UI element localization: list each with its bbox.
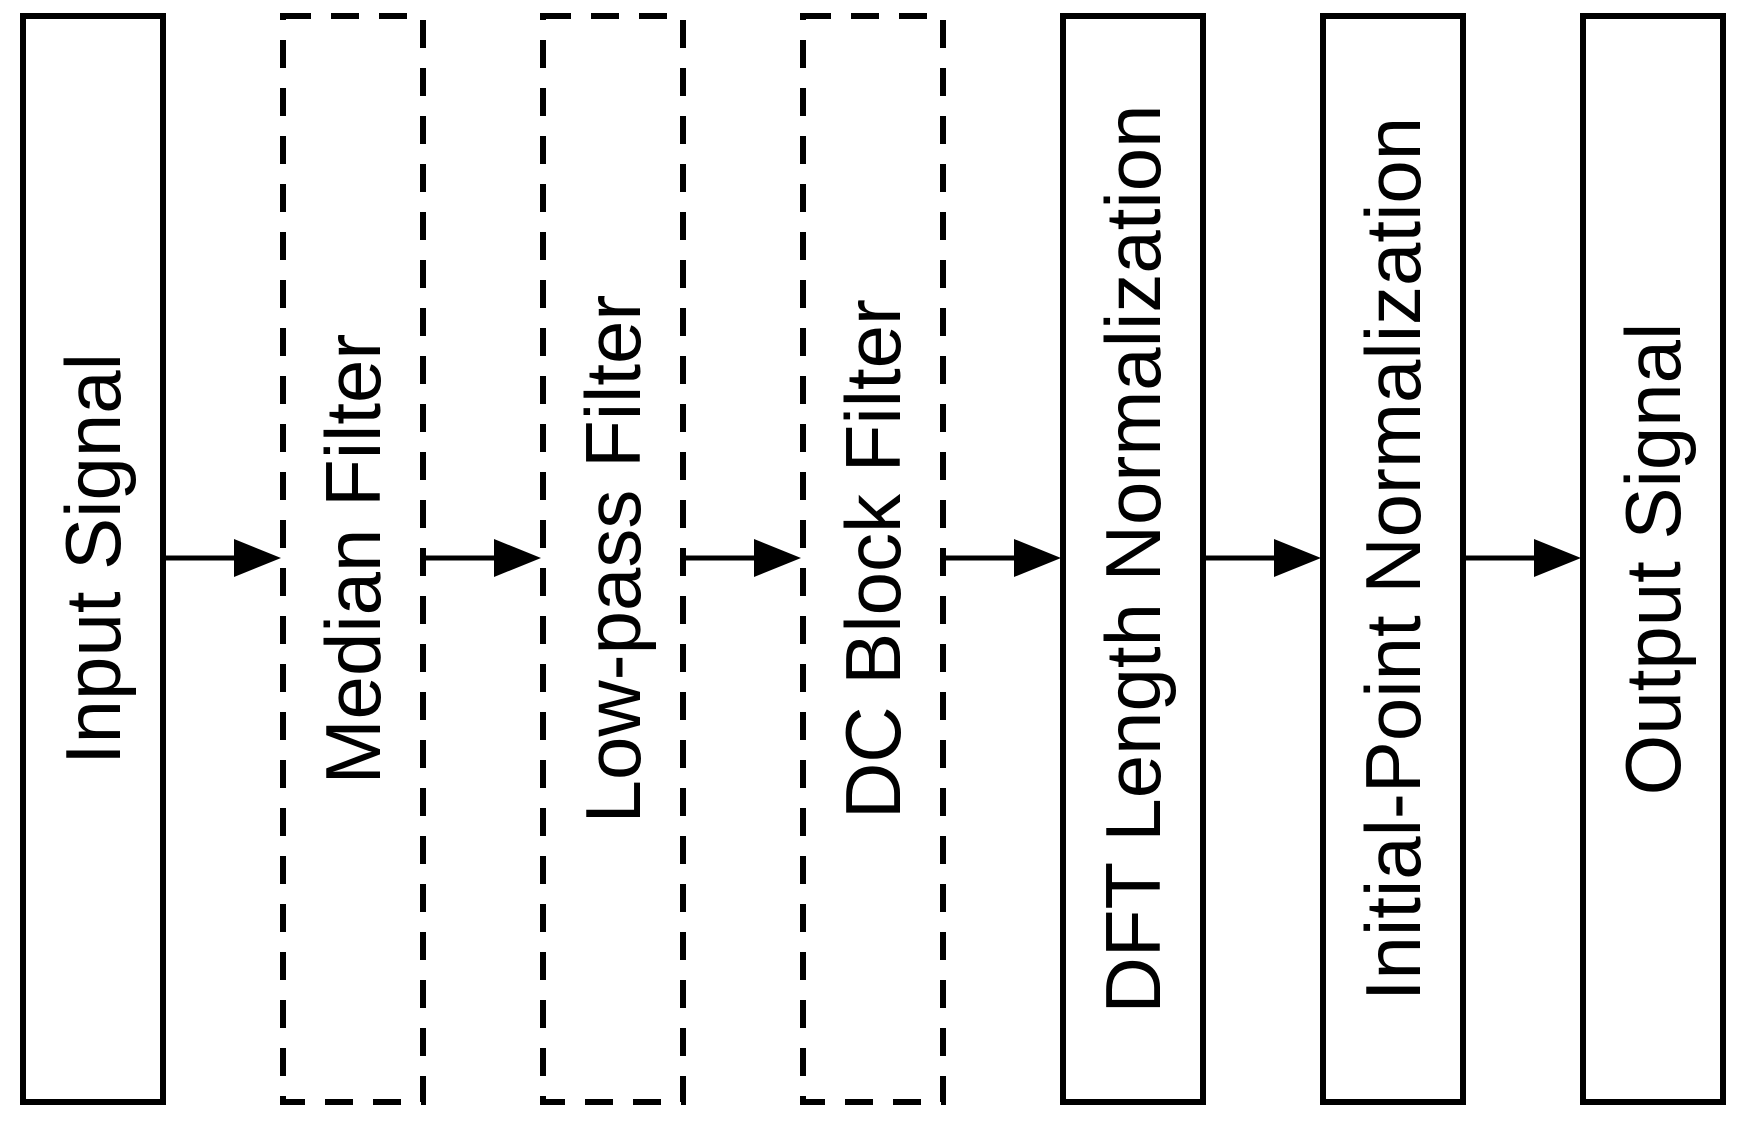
initial-point-normalization-box [1320,13,1466,1105]
low-pass-filter-box [540,13,686,1105]
output-signal-box [1580,13,1726,1105]
median-filter-box [280,13,426,1105]
initial-point-normalization-label-container: Initial-Point Normalization [1320,13,1466,1105]
flow-arrow-6 [1464,539,1581,577]
flow-arrow-4 [944,539,1061,577]
flow-arrow-3 [684,539,801,577]
dc-block-filter-label: DC Block Filter [829,298,917,820]
dft-length-normalization-box [1060,13,1206,1105]
input-signal-box [20,13,166,1105]
dc-block-filter-label-container: DC Block Filter [800,13,946,1105]
input-signal-label-container: Input Signal [20,13,166,1105]
flow-arrow-2 [424,539,541,577]
flow-arrow-5 [1204,539,1321,577]
dft-length-normalization-label-container: DFT Length Normalization [1060,13,1206,1105]
low-pass-filter-label: Low-pass Filter [569,294,657,824]
median-filter-label: Median Filter [309,333,397,785]
initial-point-normalization-label: Initial-Point Normalization [1349,116,1437,1002]
input-signal-label: Input Signal [49,353,137,765]
flow-arrow-1 [164,539,281,577]
output-signal-label-container: Output Signal [1580,13,1726,1105]
median-filter-label-container: Median Filter [280,13,426,1105]
output-signal-label: Output Signal [1609,322,1697,796]
dc-block-filter-box [800,13,946,1105]
low-pass-filter-label-container: Low-pass Filter [540,13,686,1105]
dft-length-normalization-label: DFT Length Normalization [1089,104,1177,1014]
